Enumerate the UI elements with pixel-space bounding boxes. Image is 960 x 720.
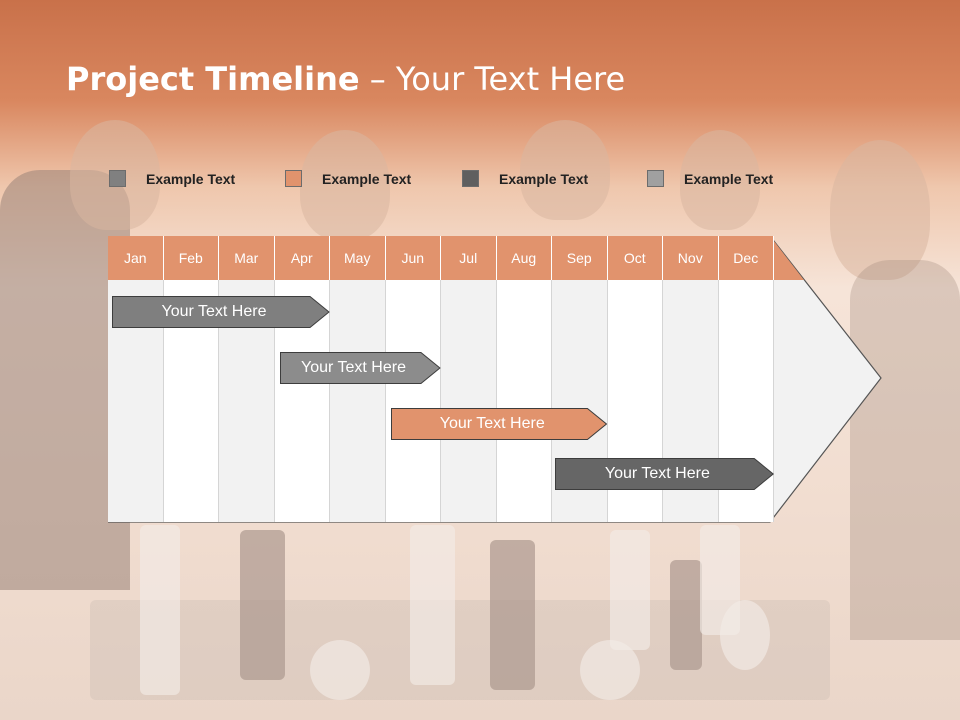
month-column: [163, 236, 219, 522]
month-header-feb: Feb: [163, 236, 219, 280]
legend-label: Example Text: [499, 170, 589, 187]
task-arrow-shape: [280, 352, 441, 384]
legend-label: Example Text: [146, 170, 236, 187]
month-header-nov: Nov: [663, 236, 719, 280]
legend-swatch: [462, 170, 479, 187]
month-header-aug: Aug: [496, 236, 552, 280]
task-label: Your Text Here: [604, 465, 710, 482]
legend-item: Example Text: [109, 170, 235, 187]
month-header-dec: Dec: [718, 236, 774, 280]
task-bar[interactable]: Your Text Here: [391, 408, 608, 440]
month-header-jan: Jan: [108, 236, 164, 280]
legend-label: Example Text: [322, 170, 412, 187]
slide-title: Project Timeline – Your Text Here: [66, 60, 626, 98]
header-wedge: [774, 236, 804, 280]
task-bar[interactable]: Your Text Here: [112, 296, 330, 328]
task-arrow-shape: [391, 408, 608, 440]
legend-item: Example Text: [462, 170, 588, 187]
month-header-apr: Apr: [274, 236, 330, 280]
legend-swatch: [647, 170, 664, 187]
task-bar[interactable]: Your Text Here: [554, 458, 774, 490]
task-label: Your Text Here: [439, 415, 545, 432]
task-arrow-shape: [112, 296, 330, 328]
task-label: Your Text Here: [161, 303, 267, 320]
task-label: Your Text Here: [301, 359, 406, 376]
task-bar[interactable]: Your Text Here: [280, 352, 441, 384]
month-column: [219, 236, 275, 522]
month-column: [496, 236, 552, 522]
legend-swatch: [285, 170, 302, 187]
month-header-oct: Oct: [607, 236, 663, 280]
month-header-may: May: [330, 236, 386, 280]
month-column: [108, 236, 164, 522]
month-column: [441, 236, 497, 522]
legend-item: Example Text: [647, 170, 773, 187]
legend-label: Example Text: [684, 170, 774, 187]
legend-swatch: [109, 170, 126, 187]
slide-header: Project Timeline – Your Text Here: [0, 0, 960, 130]
month-header-jun: Jun: [385, 236, 441, 280]
month-header-sep: Sep: [552, 236, 608, 280]
legend-item: Example Text: [285, 170, 411, 187]
month-header-jul: Jul: [441, 236, 497, 280]
task-arrow-shape: [554, 458, 774, 490]
month-header-mar: Mar: [219, 236, 275, 280]
